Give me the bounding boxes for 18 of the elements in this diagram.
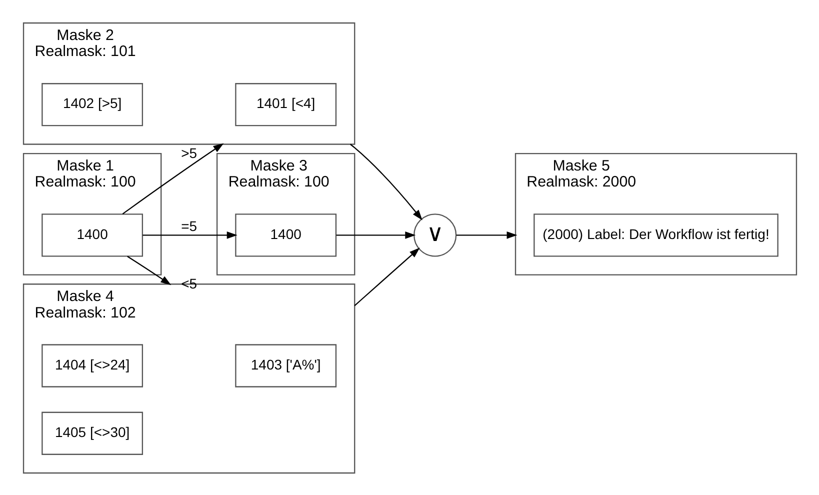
arrow bbox=[142, 231, 237, 238]
arrow bbox=[350, 143, 422, 220]
edge-label: >5 bbox=[180, 144, 197, 160]
node-box: 1400 bbox=[41, 213, 143, 256]
node-box: 1404 [<>24] bbox=[41, 344, 143, 387]
node-box: 1405 [<>30] bbox=[41, 411, 143, 454]
edge-label: =5 bbox=[180, 218, 197, 234]
arrow bbox=[354, 247, 420, 306]
node-circle: ∨ bbox=[413, 213, 456, 256]
arrow bbox=[126, 255, 171, 285]
node-box: 1403 ['A%'] bbox=[234, 344, 336, 387]
node-box: 1400 bbox=[234, 213, 336, 256]
node-box: (2000) Label: Der Workflow ist fertig! bbox=[533, 213, 778, 256]
node-box: 1402 [>5] bbox=[41, 82, 143, 126]
arrow bbox=[336, 231, 416, 238]
arrow bbox=[456, 231, 517, 238]
node-box: 1401 [<4] bbox=[234, 82, 336, 126]
arrow bbox=[122, 142, 224, 214]
